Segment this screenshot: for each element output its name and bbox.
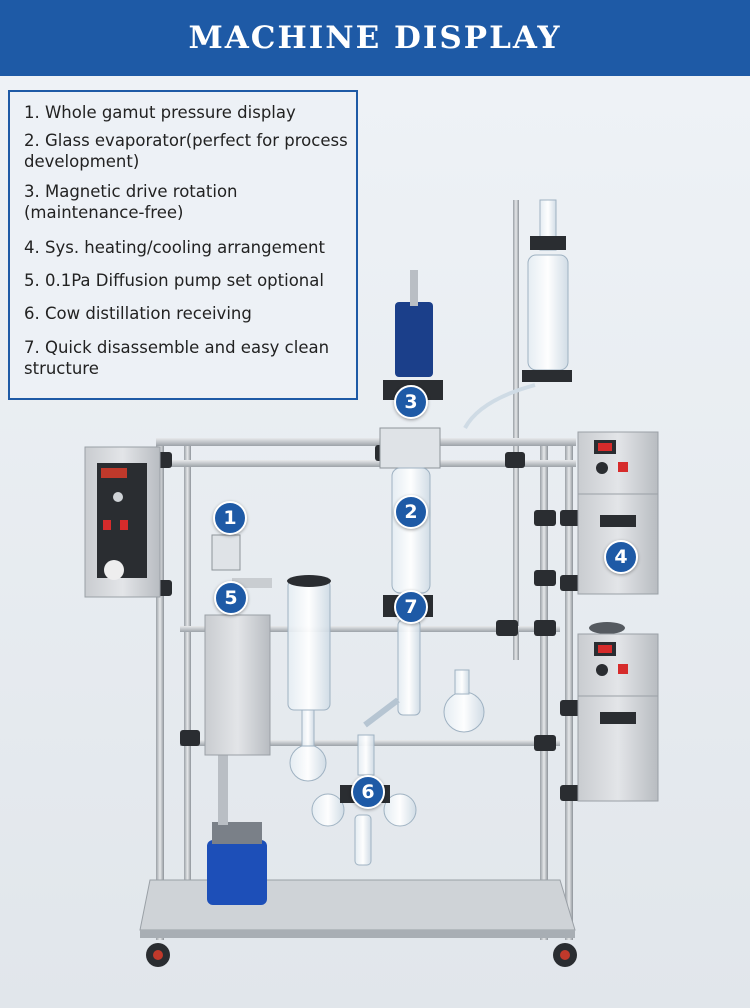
- feature-item-1: 1. Whole gamut pressure display: [24, 103, 296, 122]
- feature-item-4: 4. Sys. heating/cooling arrangement: [24, 238, 325, 257]
- heating-circulator-upper: [577, 431, 659, 595]
- cow-receiver: [311, 734, 417, 866]
- feature-item-6: 6. Cow distillation receiving: [24, 304, 252, 323]
- callout-badge-2: 2: [394, 495, 428, 529]
- callout-badge-7: 7: [394, 590, 428, 624]
- feature-item-7: 7. Quick disassemble and easy clean stru…: [24, 338, 330, 378]
- feature-item-3: 3. Magnetic drive rotation (maintenance-…: [24, 182, 238, 222]
- cold-trap: [287, 575, 331, 782]
- heating-circulator-lower: [577, 622, 659, 802]
- callout-badge-1: 1: [213, 501, 247, 535]
- page-title: MACHINE DISPLAY: [188, 20, 562, 56]
- callout-badge-4: 4: [604, 540, 638, 574]
- title-banner: MACHINE DISPLAY: [0, 0, 750, 76]
- control-panel: [84, 446, 161, 598]
- feed-vessel: [463, 199, 572, 430]
- feature-item-2: 2. Glass evaporator(perfect for process …: [24, 131, 348, 171]
- callout-badge-6: 6: [351, 775, 385, 809]
- feature-item-5: 5. 0.1Pa Diffusion pump set optional: [24, 271, 324, 290]
- feature-list: 1. Whole gamut pressure display 2. Glass…: [8, 90, 358, 400]
- callout-badge-5: 5: [214, 581, 248, 615]
- callout-badge-3: 3: [394, 385, 428, 419]
- diffusion-pump-panel: [204, 534, 272, 756]
